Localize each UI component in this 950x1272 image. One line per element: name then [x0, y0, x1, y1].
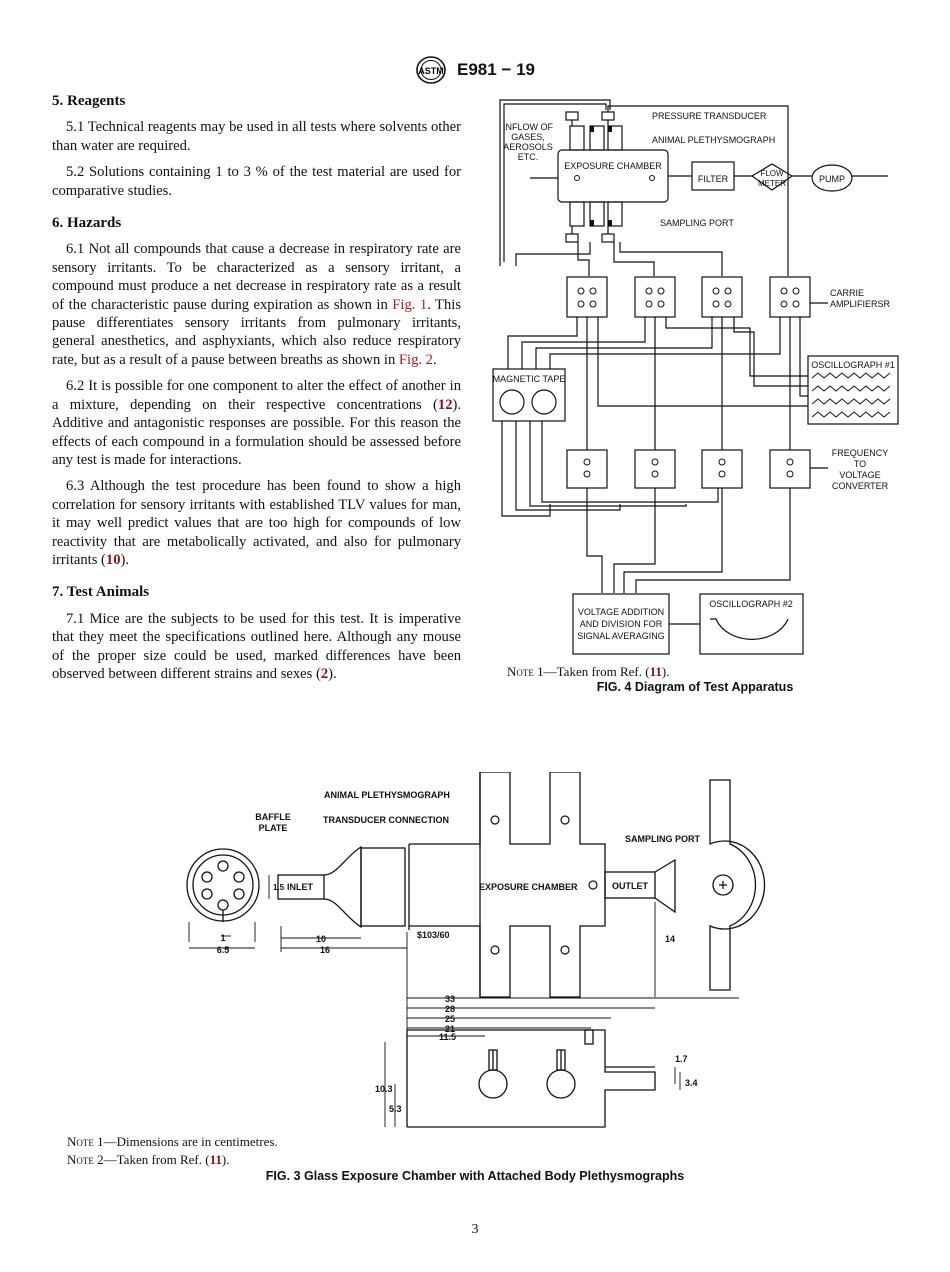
dim-3-4: 3.4 — [685, 1078, 698, 1088]
pump-label: PUMP — [819, 174, 845, 184]
oscillograph-1-label: OSCILLOGRAPH #1 — [811, 360, 895, 370]
freq-conv-label-0: FREQUENCY — [832, 448, 889, 458]
dim-33: 33 — [445, 994, 455, 1004]
flow-meter-label-0: FLOW — [760, 169, 784, 178]
fig3-note-1: Note 1—Dimensions are in centimetres. — [67, 1134, 278, 1149]
left-text-column: 5. Reagents 5.1 Technical reagents may b… — [52, 92, 461, 691]
fig1-link[interactable]: Fig. 1 — [392, 296, 428, 313]
fig4-note: Note 1—Taken from Ref. (11). — [507, 664, 670, 679]
dim-1-5: 1.5 — [273, 883, 285, 892]
flow-meter-label-1: METER — [758, 179, 786, 188]
filter-label: FILTER — [698, 174, 729, 184]
dim-5-3: 5.3 — [389, 1104, 402, 1114]
magnetic-tape-box — [492, 368, 566, 422]
paragraph-7-1: 7.1 Mice are the subjects to be used for… — [52, 610, 461, 682]
inflow-label-2: AEROSOLS — [503, 142, 553, 152]
fig2-link[interactable]: Fig. 2 — [398, 351, 433, 368]
fig3-animal-pleth-label: ANIMAL PLETHYSMOGRAPH — [324, 790, 450, 800]
freq-conv-label-3: CONVERTER — [832, 481, 889, 491]
dim-16: 16 — [320, 945, 330, 955]
dim-14: 14 — [665, 934, 675, 944]
dim-11-5: 11.5 — [439, 1032, 456, 1042]
fig3-exposure-chamber-drawing: ANIMAL PLETHYSMOGRAPH BAFFLE PLATE TRANS… — [186, 772, 766, 1128]
page-number: 3 — [471, 1222, 479, 1237]
dim-28: 28 — [445, 1004, 455, 1014]
fig3-note-2: Note 2—Taken from Ref. (11). — [67, 1152, 230, 1167]
fig4-apparatus-diagram: INFLOW OF GASES, AEROSOLS ETC. PRESSURE … — [492, 99, 899, 655]
fig4-caption: FIG. 4 Diagram of Test Apparatus — [596, 680, 794, 694]
section-heading-test-animals: 7. Test Animals — [52, 584, 150, 601]
paragraph-6-3: 6.3 Although the test procedure has been… — [52, 478, 461, 568]
paragraph-6-1: 6.1 Not all compounds that cause a decre… — [52, 241, 462, 368]
voltage-add-label-1: AND DIVISION FOR — [580, 619, 663, 629]
baffle-plate-label-1: PLATE — [259, 823, 288, 833]
dim-6-5: 6.5 — [217, 945, 230, 955]
dim-21: 21 — [445, 1024, 455, 1034]
fig3-caption: FIG. 3 Glass Exposure Chamber with Attac… — [265, 1169, 685, 1183]
citation-link-2[interactable]: 2 — [320, 665, 329, 682]
carrier-amp-4 — [769, 276, 811, 318]
pressure-transducer-label: PRESSURE TRANSDUCER — [652, 111, 767, 121]
joint-label: $103/60 — [417, 930, 450, 940]
freq-conv-3 — [701, 449, 743, 489]
sampling-port-label: SAMPLING PORT — [660, 218, 734, 228]
magnetic-tape-label: MAGNETIC TAPE — [493, 374, 566, 384]
citation-link-12[interactable]: 12 — [437, 396, 453, 413]
carrier-amp-label-1: AMPLIFIERSR — [830, 299, 891, 309]
fig3-sampling-port-label: SAMPLING PORT — [625, 834, 701, 844]
carrier-amp-3 — [701, 276, 743, 318]
inflow-label-1: GASES, — [511, 132, 545, 142]
freq-conv-label-1: TO — [854, 459, 866, 469]
paragraph-6-2: 6.2 It is possible for one component to … — [52, 378, 461, 468]
oscillograph-2-label: OSCILLOGRAPH #2 — [709, 599, 793, 609]
inflow-label-3: ETC. — [518, 152, 539, 162]
pump-shape — [811, 164, 853, 192]
paragraph-5-1: 5.1 Technical reagents may be used in al… — [52, 119, 461, 154]
document-header: ASTM E981 − 19 — [0, 55, 950, 85]
carrier-amp-2 — [634, 276, 676, 318]
citation-link-11-fig3[interactable]: 11 — [209, 1152, 222, 1167]
citation-link-10[interactable]: 10 — [105, 551, 121, 568]
animal-pleth-label: ANIMAL PLETHYSMOGRAPH — [652, 135, 775, 145]
outlet-label: OUTLET — [612, 881, 648, 891]
section-heading-hazards: 6. Hazards — [52, 215, 122, 232]
paragraph-5-2: 5.2 Solutions containing 1 to 3 % of the… — [52, 164, 461, 199]
inflow-label-0: INFLOW OF — [503, 122, 553, 132]
transducer-conn-label: TRANSDUCER CONNECTION — [323, 815, 449, 825]
freq-conv-label-2: VOLTAGE — [839, 470, 880, 480]
fig3-exposure-chamber-label: EXPOSURE CHAMBER — [479, 882, 578, 892]
baffle-plate-label-0: BAFFLE — [255, 812, 291, 822]
astm-logo-icon: ASTM — [416, 56, 446, 84]
section-heading-reagents: 5. Reagents — [52, 93, 126, 109]
freq-conv-1 — [566, 449, 608, 489]
dim-1: 1 — [220, 933, 225, 943]
freq-conv-4 — [769, 449, 811, 489]
dim-25: 25 — [445, 1014, 455, 1024]
inlet-label: INLET — [287, 882, 314, 892]
citation-link-11-fig4[interactable]: 11 — [649, 664, 662, 679]
freq-conv-2 — [634, 449, 676, 489]
dim-1-7: 1.7 — [675, 1054, 688, 1064]
dim-10-3: 10.3 — [375, 1084, 393, 1094]
carrier-amp-label-0: CARRIE — [830, 288, 864, 298]
oscillograph-1-box — [807, 355, 899, 425]
document-id: E981 − 19 — [457, 60, 535, 79]
svg-text:ASTM: ASTM — [418, 66, 444, 76]
voltage-add-label-2: SIGNAL AVERAGING — [577, 631, 665, 641]
voltage-add-label-0: VOLTAGE ADDITION — [578, 607, 664, 617]
carrier-amp-1 — [566, 276, 608, 318]
dim-10: 10 — [316, 934, 326, 944]
exposure-chamber-label: EXPOSURE CHAMBER — [564, 161, 662, 171]
